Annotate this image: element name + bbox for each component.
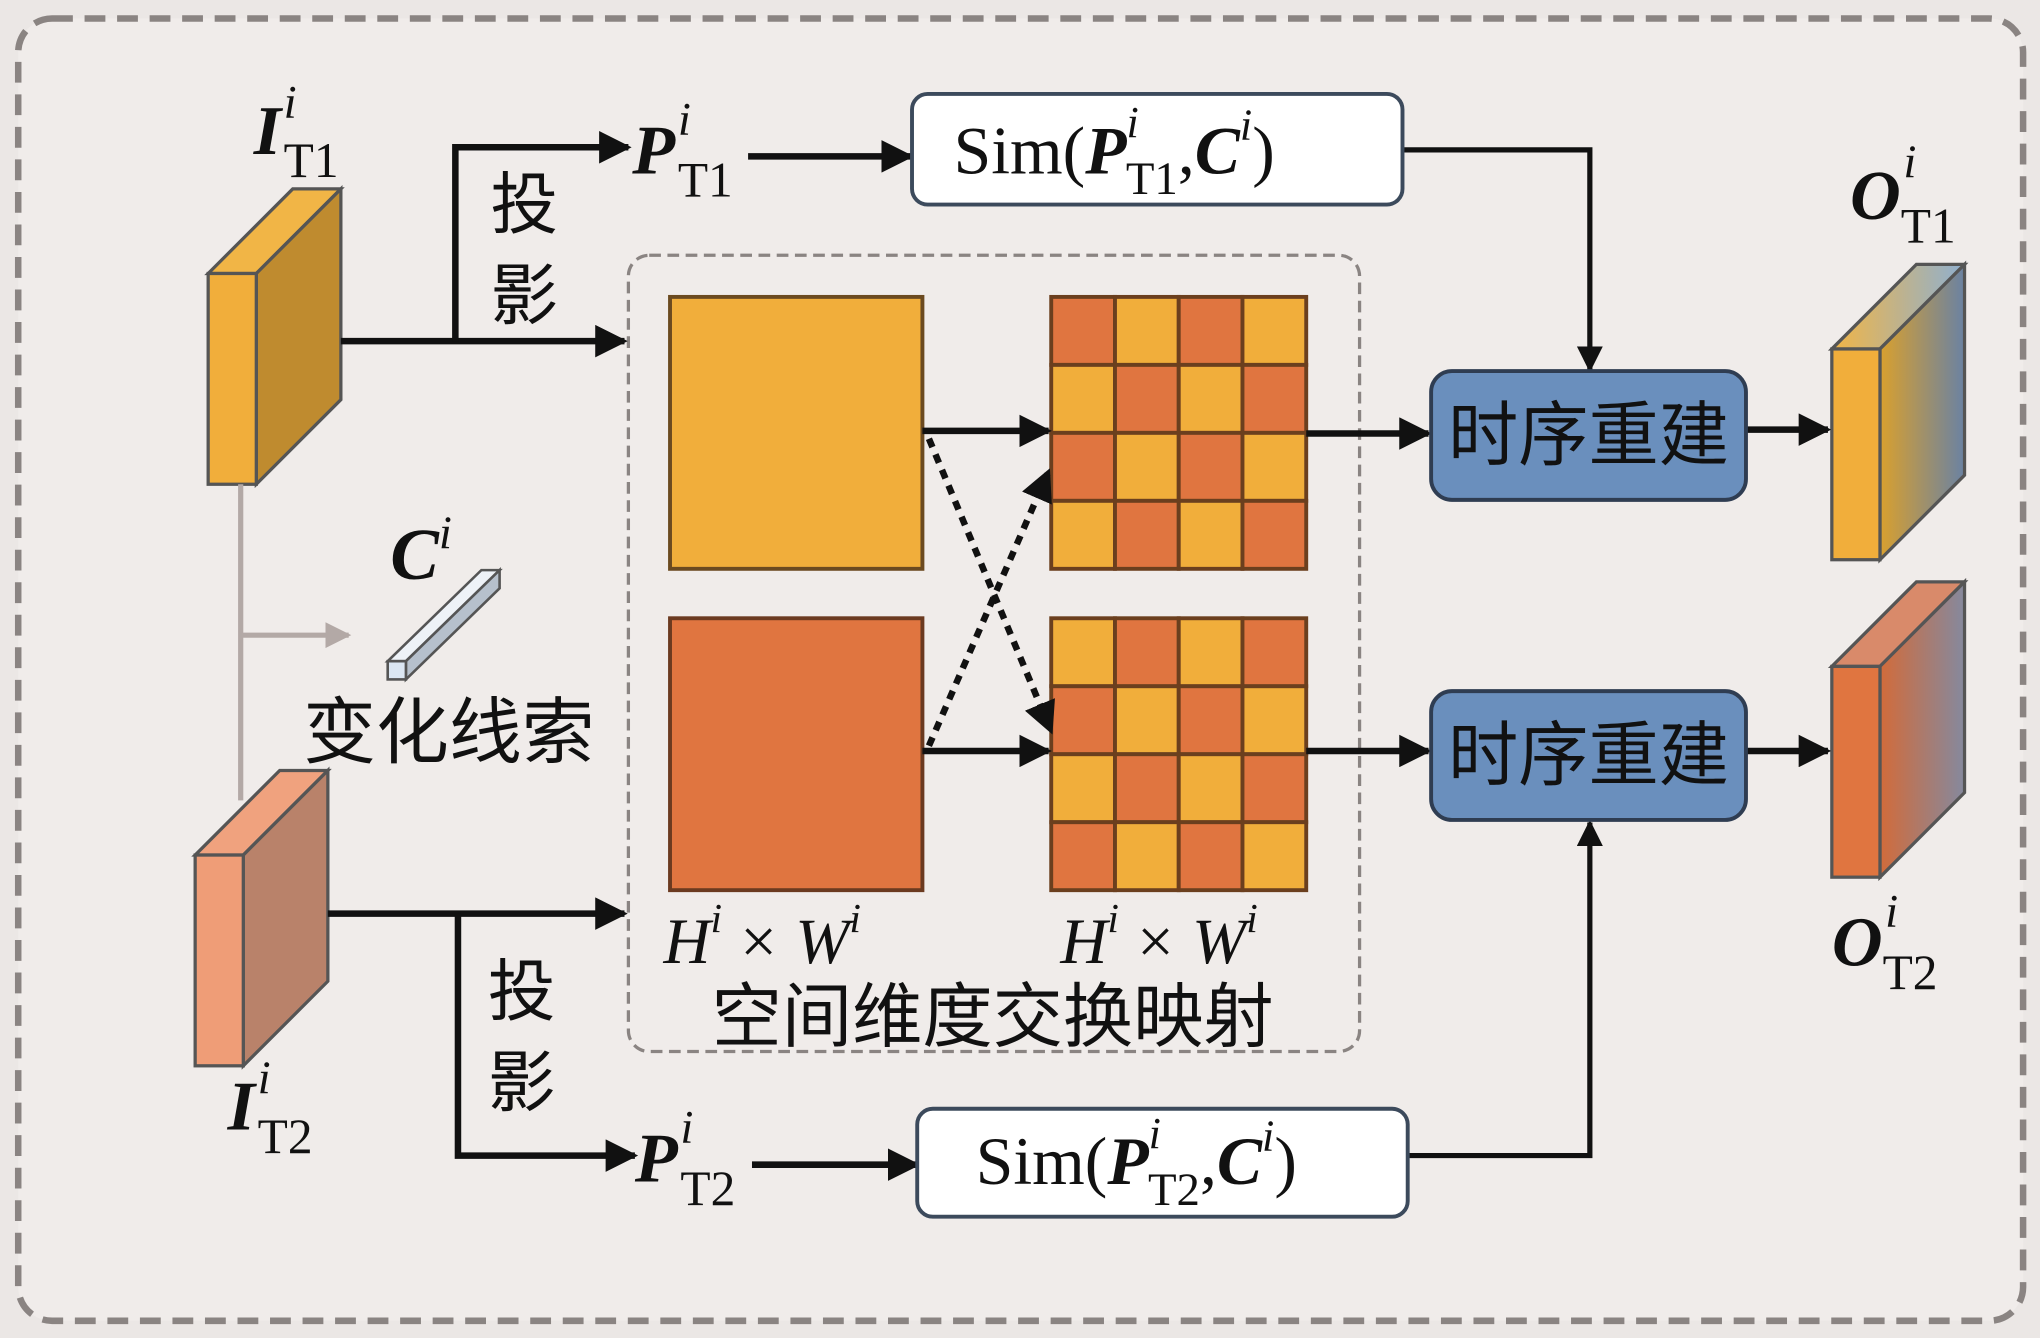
orange-feature-map <box>668 616 925 893</box>
sim-box-top <box>910 91 1405 207</box>
grid-cell <box>1176 362 1245 435</box>
feature-block-i-t1 <box>204 184 345 489</box>
grid-cell <box>1240 294 1309 367</box>
grid-cell <box>1240 616 1309 689</box>
projection-bottom-1: 投 <box>488 952 556 1031</box>
arrow-i-t2-to-p-t2 <box>454 913 639 1172</box>
grid-cell <box>1049 294 1117 367</box>
grid-cell <box>1049 684 1117 757</box>
grid-cell <box>1240 430 1309 503</box>
output-block-o-t1 <box>1827 260 1969 564</box>
grid-cell <box>1240 684 1309 757</box>
feature-block-i-t2 <box>191 766 332 1070</box>
change-cue-label: 变化线索 <box>303 690 594 775</box>
temporal-bottom-label: 时序重建 <box>1448 715 1729 797</box>
exchanged-grid-top <box>1049 294 1309 571</box>
grid-cell <box>1113 362 1181 435</box>
grid-cell <box>1049 616 1117 689</box>
grid-cell <box>1240 752 1309 825</box>
grid-cell <box>1113 616 1181 689</box>
grid-cell <box>1113 684 1181 757</box>
grid-cell <box>1049 362 1117 435</box>
change-cue-bar <box>384 567 503 683</box>
grid-cell <box>1113 430 1181 503</box>
grid-cell <box>1176 616 1245 689</box>
grid-cell <box>1049 820 1117 893</box>
output-block-o-t2 <box>1827 577 1969 882</box>
arrow-sim-top-to-temporal <box>1402 147 1603 373</box>
grid-cell <box>1113 498 1181 571</box>
grid-cell <box>1113 752 1181 825</box>
grid-cell <box>1176 684 1245 757</box>
temporal-reconstruction-bottom <box>1429 689 1748 822</box>
projection-top-1: 投 <box>490 165 558 244</box>
projection-top-2: 影 <box>490 256 558 335</box>
grid-cell <box>1176 498 1245 571</box>
grid-cell <box>1240 498 1309 571</box>
spatial-mapping-frame <box>626 253 1362 1054</box>
grid-cell <box>1113 294 1181 367</box>
grid-cell <box>1240 820 1309 893</box>
grid-cell <box>1240 362 1309 435</box>
grid-cell <box>1176 430 1245 503</box>
exchanged-grid-bottom <box>1049 616 1309 893</box>
spatial-mapping-label: 空间维度交换映射 <box>712 976 1274 1058</box>
hw-right-label: Hi×Wi <box>1059 896 1257 978</box>
sim-box-bottom <box>915 1106 1410 1219</box>
temporal-reconstruction-top <box>1429 369 1748 502</box>
grid-cell <box>1049 430 1117 503</box>
projection-bottom-2: 影 <box>488 1043 556 1122</box>
arrow-i-t1-to-p-t1 <box>452 131 632 342</box>
yellow-feature-map <box>668 294 925 571</box>
grid-cell <box>1049 752 1117 825</box>
arrow-sim-bottom-to-temporal <box>1407 819 1603 1159</box>
grid-cell <box>1113 820 1181 893</box>
grid-cell <box>1049 498 1117 571</box>
hw-left-label: Hi×Wi <box>663 896 861 978</box>
label-c: Ci <box>390 507 452 595</box>
temporal-top-label: 时序重建 <box>1448 395 1729 477</box>
grid-cell <box>1176 820 1245 893</box>
grid-cell <box>1176 752 1245 825</box>
dotted-arrow-yellow-to-grid-bottom <box>925 437 1055 735</box>
grid-cell <box>1176 294 1245 367</box>
